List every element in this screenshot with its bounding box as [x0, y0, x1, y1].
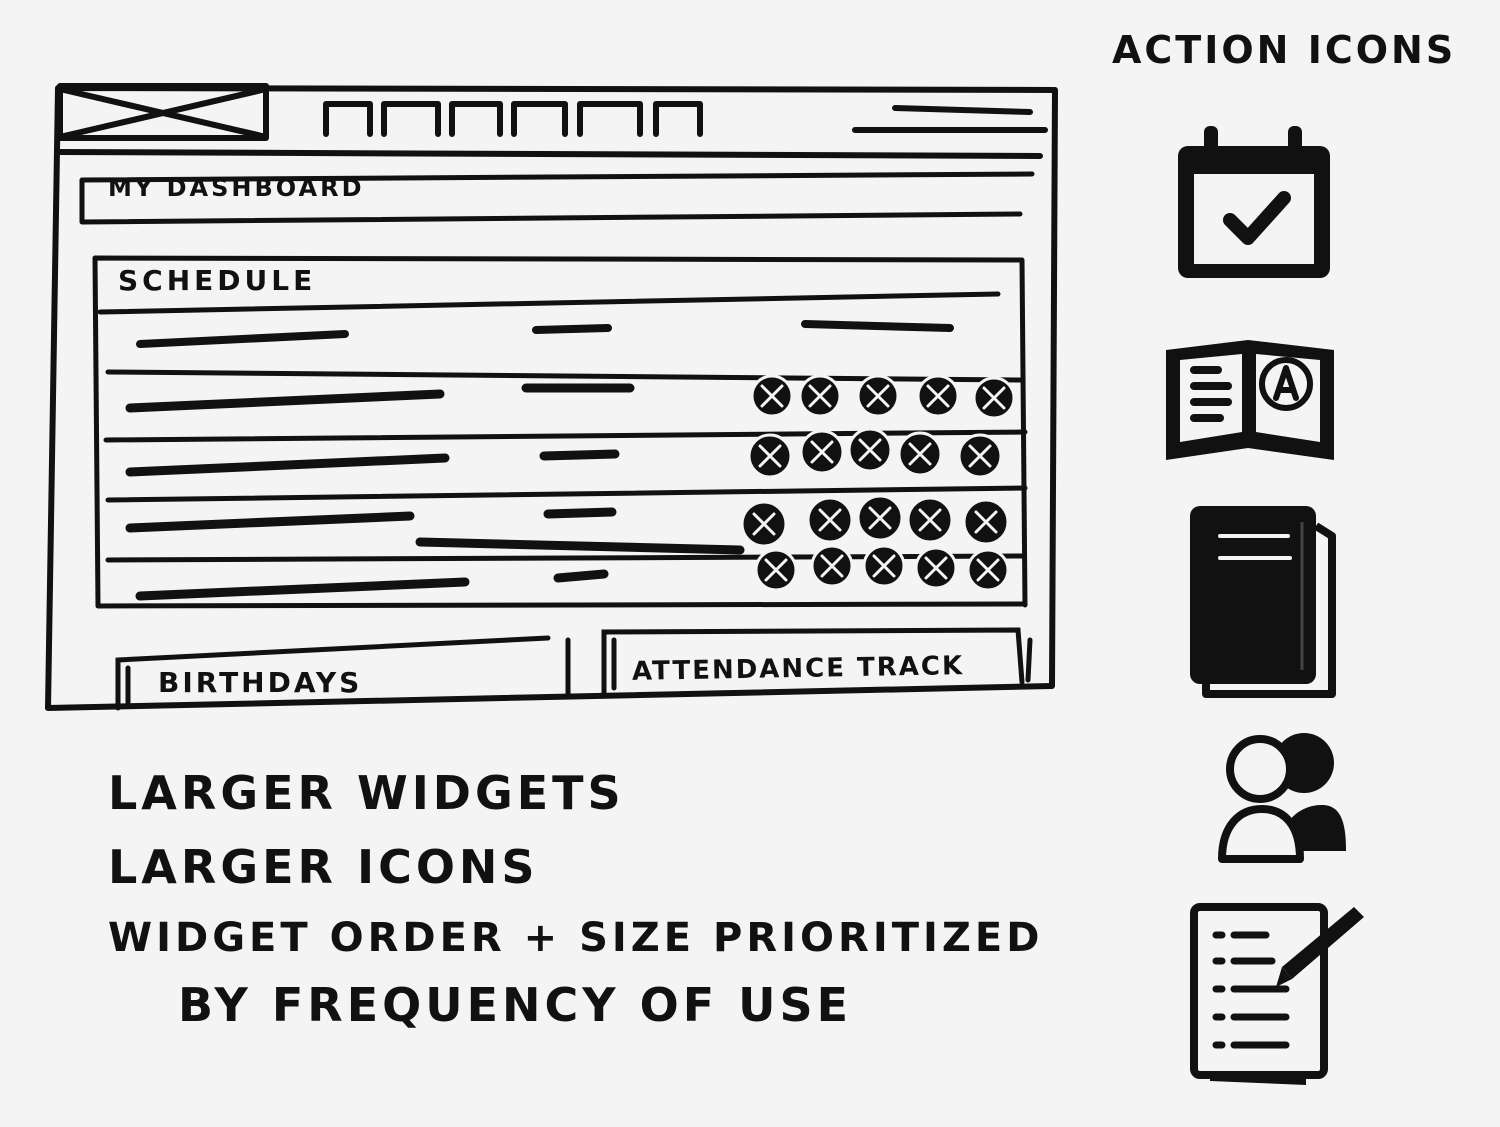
- note-larger-icons: LARGER ICONS: [108, 840, 539, 894]
- window-frame: [45, 85, 1058, 711]
- notes-pencil-icon: [1186, 895, 1376, 1095]
- open-book-icon: [1156, 320, 1346, 470]
- action-icons-title: ACTION ICONS: [1112, 28, 1457, 72]
- notebook-icon: [1180, 500, 1370, 700]
- attendance-widget-frame: [601, 627, 1033, 697]
- schedule-widget-title: SCHEDULE: [118, 264, 317, 297]
- dashboard-title-bar: [79, 171, 1035, 225]
- calendar-check-icon: [1160, 120, 1350, 290]
- note-frequency: BY FREQUENCY OF USE: [178, 978, 853, 1032]
- header-user-lines: [852, 105, 1048, 133]
- attendance-marks: [740, 374, 1016, 592]
- dashboard-wireframe: [45, 83, 1058, 711]
- note-larger-widgets: LARGER WIDGETS: [108, 766, 625, 820]
- birthdays-widget-frame: [115, 635, 571, 711]
- notes: LARGER WIDGETS LARGER ICONS WIDGET ORDER…: [108, 770, 1043, 1056]
- logo-placeholder: [57, 83, 269, 141]
- users-icon: [1210, 725, 1400, 875]
- attendance-widget-title: ATTENDANCE TRACK: [631, 651, 965, 687]
- nav-tabs: [323, 101, 703, 137]
- note-widget-order: WIDGET ORDER + SIZE PRIORITIZED: [108, 915, 1044, 961]
- dashboard-title: MY DASHBOARD: [108, 174, 365, 202]
- birthdays-widget-title: BIRTHDAYS: [158, 666, 363, 699]
